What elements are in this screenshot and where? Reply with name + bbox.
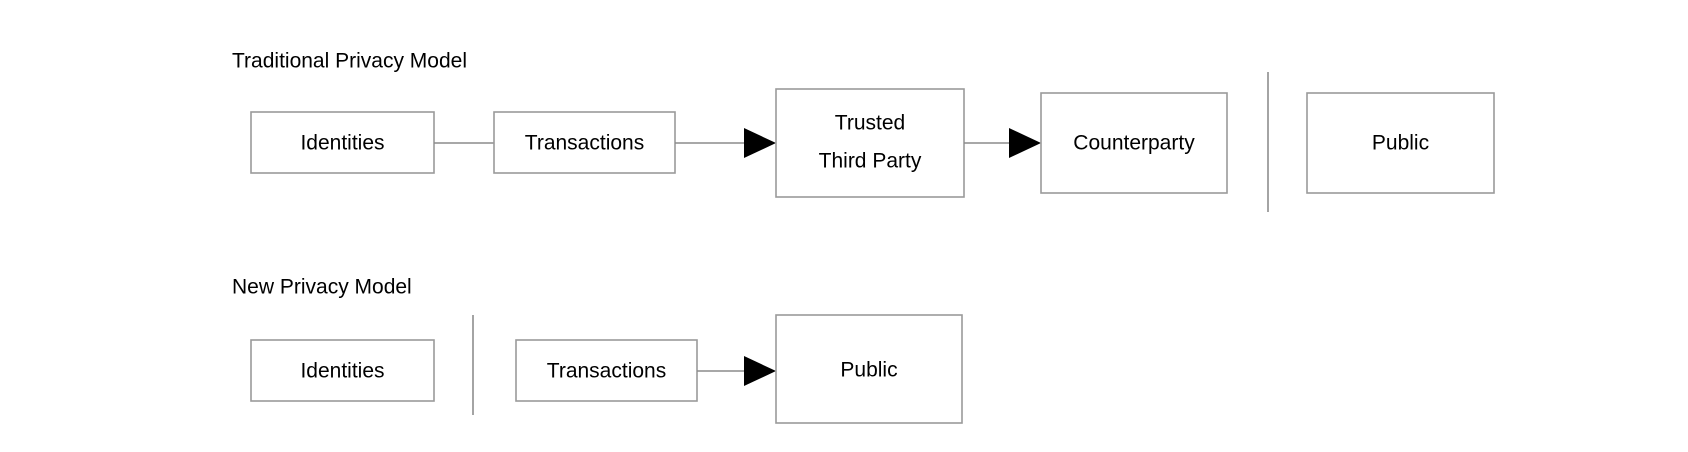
node-counterparty[interactable]: Counterparty <box>1040 92 1228 194</box>
node-box-public-2[interactable] <box>775 314 963 424</box>
node-box-counterparty[interactable] <box>1040 92 1228 194</box>
node-label-identities-2: Identities <box>300 360 384 383</box>
node-label-identities-1: Identities <box>300 132 384 155</box>
node-box-identities-2[interactable] <box>250 339 435 402</box>
node-label-trusted-third-party-line1: Trusted <box>835 112 905 135</box>
node-identities-1[interactable]: Identities <box>250 111 435 174</box>
node-label-counterparty: Counterparty <box>1073 132 1195 155</box>
node-label-trusted-third-party-line2: Third Party <box>819 150 922 173</box>
node-public-1[interactable]: Public <box>1306 92 1495 194</box>
node-label-transactions-1: Transactions <box>525 132 644 155</box>
node-label-public-2: Public <box>840 359 897 382</box>
node-box-identities-1[interactable] <box>250 111 435 174</box>
node-box-transactions-2[interactable] <box>515 339 698 402</box>
node-box-public-1[interactable] <box>1306 92 1495 194</box>
node-transactions-1[interactable]: Transactions <box>493 111 676 174</box>
node-trusted-third-party[interactable]: Trusted Third Party <box>775 88 965 198</box>
section-title-new: New Privacy Model <box>232 276 412 299</box>
node-identities-2[interactable]: Identities <box>250 339 435 402</box>
section-title-traditional: Traditional Privacy Model <box>232 50 467 73</box>
arrow-head-transactions-to-public <box>744 356 776 386</box>
arrow-head-transactions-to-ttp <box>744 128 776 158</box>
row-new-privacy-model: New Privacy Model Identities Transaction… <box>232 276 963 424</box>
node-label-transactions-2: Transactions <box>547 360 666 383</box>
node-label-public-1: Public <box>1372 132 1429 155</box>
node-transactions-2[interactable]: Transactions <box>515 339 698 402</box>
row-traditional-privacy-model: Traditional Privacy Model Identities Tra… <box>232 50 1495 212</box>
arrow-head-ttp-to-counterparty <box>1009 128 1041 158</box>
node-box-transactions-1[interactable] <box>493 111 676 174</box>
node-public-2[interactable]: Public <box>775 314 963 424</box>
node-box-trusted-third-party[interactable] <box>775 88 965 198</box>
